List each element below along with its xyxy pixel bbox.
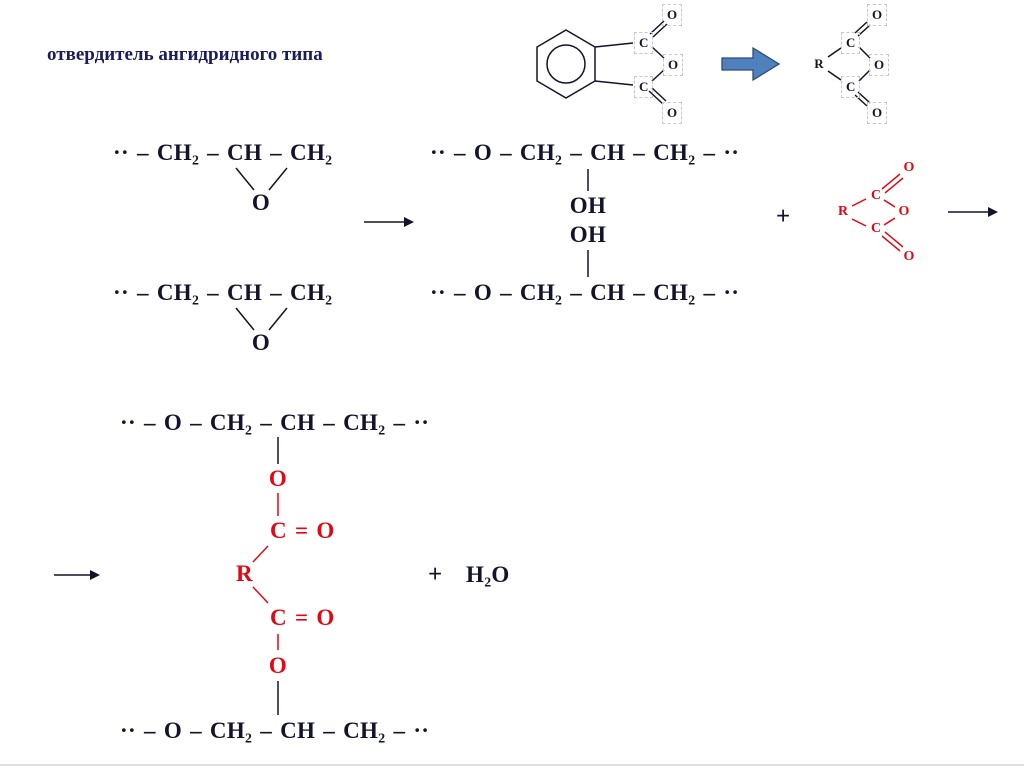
carbon-atom: C [870, 221, 882, 236]
ester-oxygen-bottom: O [268, 653, 288, 678]
oxygen-atom: O [867, 102, 888, 124]
plus-sign-2: + [428, 561, 443, 588]
epoxide-oxygen-2: O [251, 330, 271, 355]
diol-chain-2: ·· – O – CH₂ – CH – CH₂ – ·· [430, 280, 740, 305]
oxygen-atom: O [867, 4, 888, 26]
carbon-atom: C [841, 76, 861, 98]
product-chain-bottom: ·· – O – CH₂ – CH – CH₂ – ·· [120, 718, 430, 743]
hydroxyl-group-1: OH [569, 193, 607, 218]
slide-title: отвердитель ангидридного типа [47, 44, 323, 65]
benzene-ring [536, 29, 596, 99]
epoxy-chain-2: ·· – CH₂ – CH – CH₂ [113, 280, 333, 305]
diol-chain-1: ·· – O – CH₂ – CH – CH₂ – ·· [430, 140, 740, 165]
epoxy-chain-1: ·· – CH₂ – CH – CH₂ [113, 140, 333, 165]
carbon-atom: C [634, 32, 654, 54]
reaction-arrow-3 [54, 570, 100, 580]
epoxide-oxygen-1: O [251, 190, 271, 215]
water-formula: H₂O [466, 562, 510, 587]
ester-oxygen-top: O [268, 466, 288, 491]
carbon-atom: C [870, 188, 882, 203]
product-chain-top: ·· – O – CH₂ – CH – CH₂ – ·· [120, 410, 430, 435]
blue-arrow-icon [721, 46, 781, 82]
oxygen-atom: O [898, 204, 910, 219]
oxygen-atom: O [662, 4, 683, 26]
reaction-arrow-2 [948, 207, 998, 217]
carbonyl-group-top: C = O [270, 518, 335, 543]
oxygen-atom: O [903, 249, 915, 264]
r-group-label: R [236, 561, 253, 586]
oxygen-atom: O [903, 160, 915, 175]
carbon-atom: C [841, 32, 861, 54]
r-group-label: R [814, 56, 824, 71]
benzene-aromatic-circle [546, 44, 586, 84]
red-anhydride-skeleton [851, 173, 904, 252]
product-bonds-red [252, 493, 279, 650]
r-group-label: R [837, 204, 849, 219]
reaction-arrow-1 [364, 217, 414, 227]
phthalic-anhydride-skeleton [536, 20, 668, 105]
plus-sign-1: + [776, 203, 791, 230]
hydroxyl-group-2: OH [569, 222, 607, 247]
oxygen-atom: O [869, 54, 890, 76]
epoxide-bonds [235, 167, 288, 331]
oxygen-atom: O [662, 102, 683, 124]
oxygen-atom: O [663, 54, 684, 76]
carbon-atom: C [634, 76, 654, 98]
carbonyl-group-bottom: C = O [270, 605, 335, 630]
